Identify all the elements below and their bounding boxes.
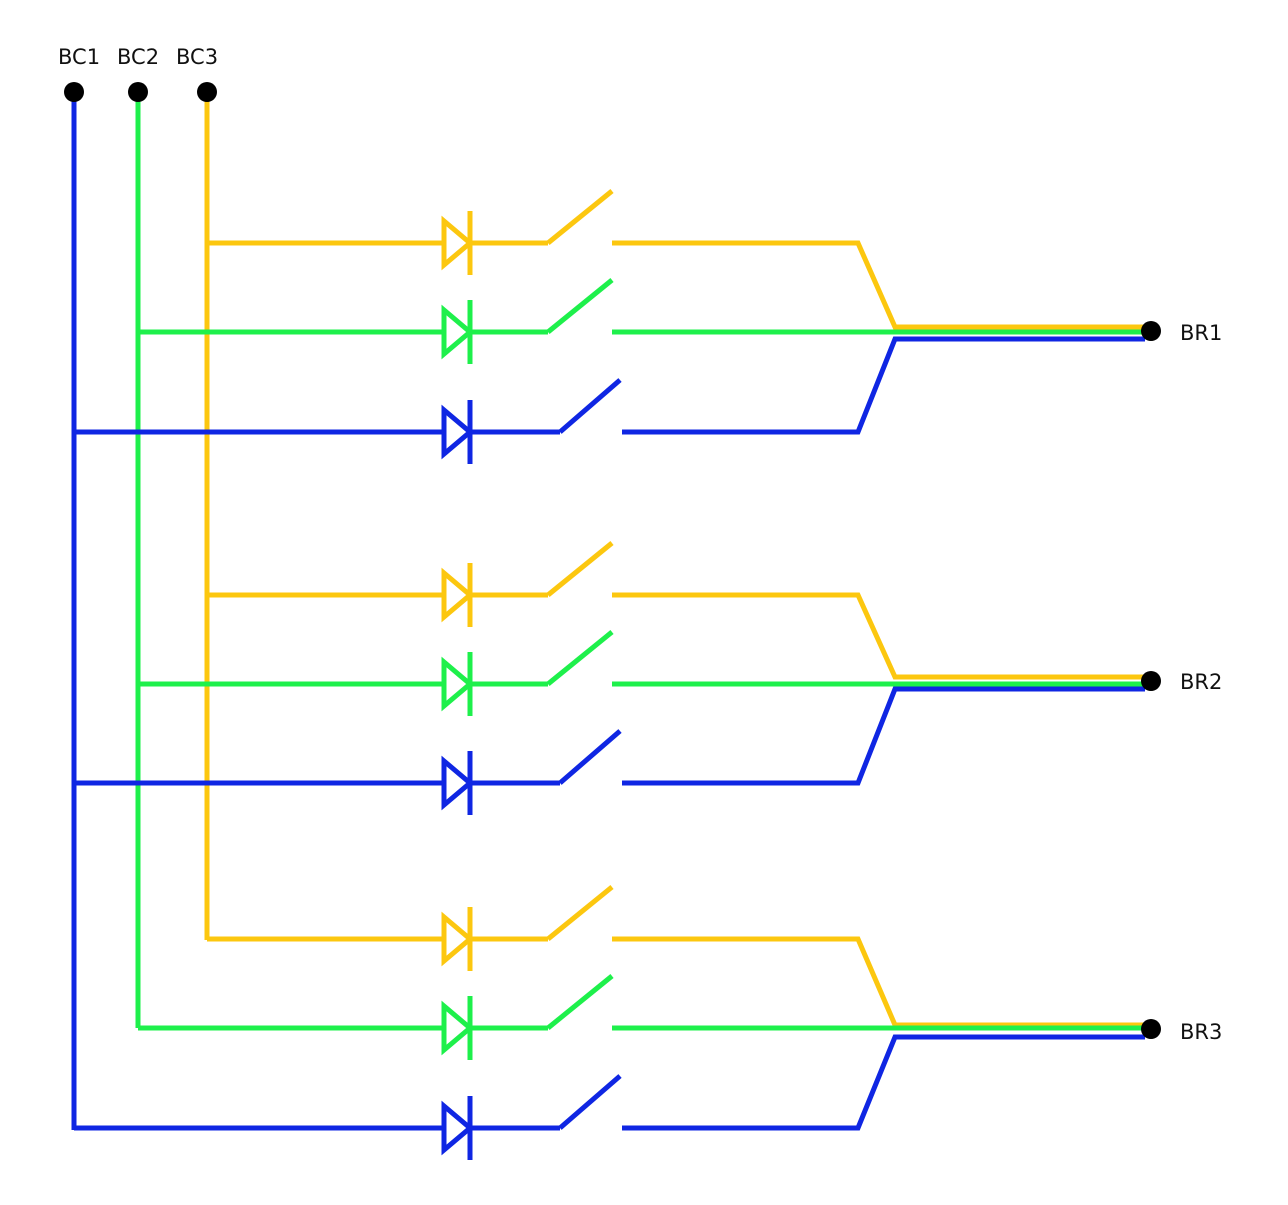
row-label-br2: BR2	[1180, 670, 1222, 694]
switch-br3-bc1	[558, 1074, 622, 1130]
wire-out-br3-bc1	[622, 1034, 1145, 1131]
row-node-br3	[1141, 1019, 1161, 1039]
column-label-bc1: BC1	[58, 45, 100, 69]
switch-br2-bc3	[546, 541, 614, 597]
switch-br1-bc1	[558, 378, 622, 434]
column-node-bc1	[64, 82, 84, 102]
diode-br1-bc3	[441, 215, 474, 271]
switch-br2-bc1	[558, 729, 622, 785]
diode-br2-bc1	[441, 755, 474, 811]
switch-br3-bc3	[546, 885, 614, 941]
diode-br1-bc1	[441, 404, 474, 460]
wire-out-br2-bc1	[622, 686, 1145, 786]
wire-out-br1-bc3	[612, 240, 1145, 330]
wire-out-br2-bc3	[612, 592, 1145, 680]
diode-br3-bc1	[441, 1100, 474, 1156]
diode-br3-bc3	[441, 911, 474, 967]
column-label-bc3: BC3	[176, 45, 218, 69]
node-layer	[64, 82, 1161, 1039]
row-label-br3: BR3	[1180, 1020, 1222, 1044]
switch-br3-bc2	[546, 974, 614, 1030]
switch-br1-bc3	[546, 189, 614, 245]
diode-br1-bc2	[441, 304, 474, 360]
component-layer	[441, 189, 622, 1160]
column-label-bc2: BC2	[117, 45, 159, 69]
switch-br2-bc2	[546, 630, 614, 686]
wire-layer	[71, 92, 1145, 1131]
row-label-br1: BR1	[1180, 321, 1222, 345]
row-node-br2	[1141, 671, 1161, 691]
row-node-br1	[1141, 321, 1161, 341]
column-node-bc2	[128, 82, 148, 102]
switch-br1-bc2	[546, 278, 614, 334]
diode-br2-bc3	[441, 567, 474, 623]
column-node-bc3	[197, 82, 217, 102]
diode-br2-bc2	[441, 656, 474, 712]
diode-br3-bc2	[441, 1000, 474, 1056]
wire-out-br1-bc1	[622, 336, 1145, 435]
wire-out-br3-bc3	[612, 936, 1145, 1028]
